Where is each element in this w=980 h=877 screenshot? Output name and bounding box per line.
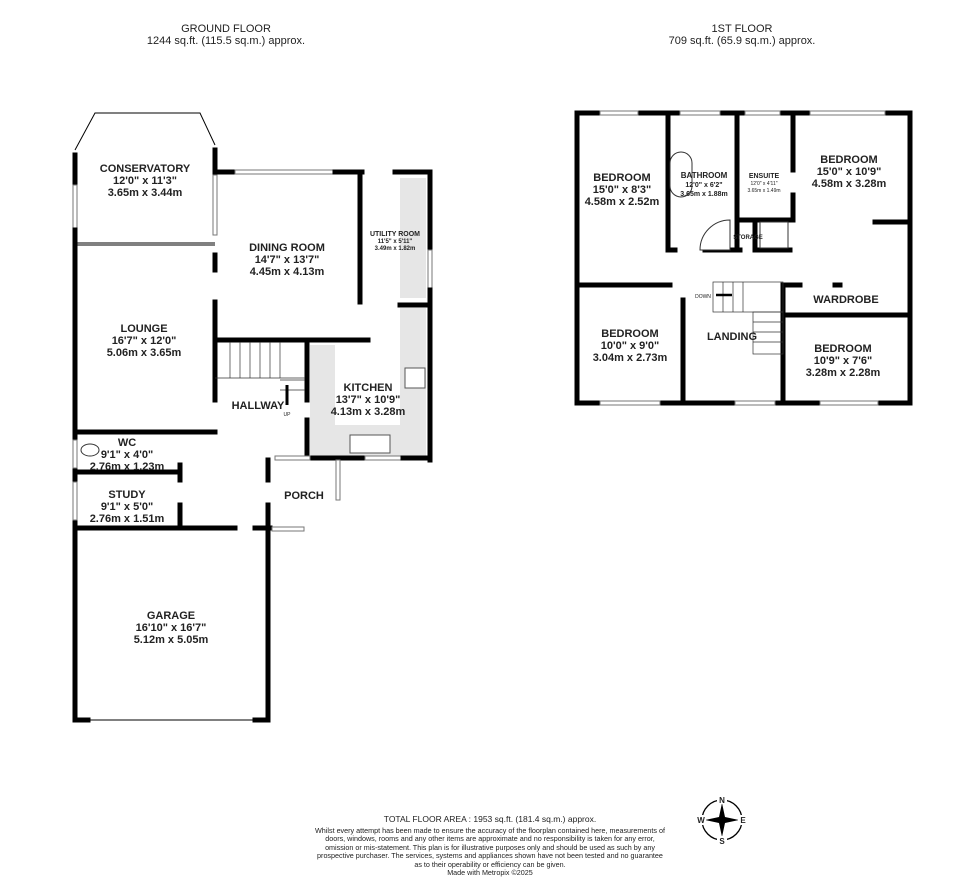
svg-text:W: W: [697, 816, 705, 825]
room-lounge: LOUNGE 16'7" x 12'0" 5.06m x 3.65m: [107, 323, 182, 359]
svg-text:UTILITY ROOM: UTILITY ROOM: [370, 231, 420, 238]
toilet-icon: [80, 443, 100, 457]
svg-text:14'7" x 13'7": 14'7" x 13'7": [255, 254, 320, 266]
svg-text:15'0" x 8'3": 15'0" x 8'3": [593, 184, 651, 196]
svg-text:3.49m x 1.82m: 3.49m x 1.82m: [375, 246, 416, 252]
room-wc: WC 9'1" x 4'0" 2.76m x 1.23m: [90, 437, 165, 473]
svg-text:LOUNGE: LOUNGE: [120, 323, 167, 335]
svg-text:5.12m x 5.05m: 5.12m x 5.05m: [134, 634, 209, 646]
svg-text:16'7" x 12'0": 16'7" x 12'0": [112, 335, 177, 347]
svg-text:5.06m x 3.65m: 5.06m x 3.65m: [107, 347, 182, 359]
room-kitchen: KITCHEN 13'7" x 10'9" 4.13m x 3.28m: [331, 382, 406, 418]
svg-text:15'0" x 10'9": 15'0" x 10'9": [817, 166, 882, 178]
svg-text:3.28m x 2.28m: 3.28m x 2.28m: [806, 367, 881, 379]
svg-text:E: E: [740, 816, 746, 825]
svg-text:3.65m x 1.88m: 3.65m x 1.88m: [680, 191, 727, 198]
disclaimer-text: Whilst every attempt has been made to en…: [315, 826, 665, 869]
hob-icon: [404, 367, 426, 389]
svg-text:4.45m x 4.13m: 4.45m x 4.13m: [250, 266, 325, 278]
room-study: STUDY 9'1" x 5'0" 2.76m x 1.51m: [90, 489, 165, 525]
svg-text:BEDROOM: BEDROOM: [601, 328, 658, 340]
ground-floor-plan: CONSERVATORY 12'0" x 11'3" 3.65m x 3.44m…: [72, 112, 433, 723]
room-garage: GARAGE 16'10" x 16'7" 5.12m x 5.05m: [134, 610, 209, 646]
room-bathroom: BATHROOM 12'0" x 6'2" 3.65m x 1.88m: [680, 171, 727, 198]
room-porch: PORCH: [284, 490, 324, 502]
staircase: [215, 342, 305, 391]
room-bedroom-1: BEDROOM 15'0" x 8'3" 4.58m x 2.52m: [585, 172, 660, 208]
svg-text:BEDROOM: BEDROOM: [820, 154, 877, 166]
svg-text:9'1" x 4'0": 9'1" x 4'0": [101, 449, 153, 461]
room-wardrobe: WARDROBE: [813, 294, 878, 306]
svg-text:12'0" x 6'2": 12'0" x 6'2": [685, 182, 722, 189]
shower-tray-icon: [759, 221, 789, 249]
ground-floor-title: GROUND FLOOR: [181, 23, 271, 35]
svg-text:12'0" x 4'11": 12'0" x 4'11": [750, 181, 777, 187]
svg-text:3.65m x 1.49m: 3.65m x 1.49m: [747, 188, 780, 194]
room-utility: UTILITY ROOM 11'5" x 5'11" 3.49m x 1.82m: [370, 231, 420, 252]
conservatory-bay: [74, 112, 216, 151]
shower-icon: [699, 219, 731, 251]
svg-text:10'9" x 7'6": 10'9" x 7'6": [814, 355, 872, 367]
svg-text:13'7" x 10'9": 13'7" x 10'9": [336, 394, 401, 406]
disclaimer: Whilst every attempt has been made to en…: [315, 826, 665, 877]
ground-floor-area: 1244 sq.ft. (115.5 sq.m.) approx.: [147, 35, 305, 47]
svg-text:3.04m x 2.73m: 3.04m x 2.73m: [593, 352, 668, 364]
svg-text:11'5" x 5'11": 11'5" x 5'11": [378, 239, 413, 245]
svg-text:4.13m x 3.28m: 4.13m x 3.28m: [331, 406, 406, 418]
staircase: [712, 281, 784, 355]
room-bedroom-3: BEDROOM 10'0" x 9'0" 3.04m x 2.73m: [593, 328, 668, 364]
svg-text:DINING ROOM: DINING ROOM: [249, 242, 325, 254]
stairs-down-label: DOWN: [695, 294, 711, 300]
svg-text:KITCHEN: KITCHEN: [344, 382, 393, 394]
svg-text:12'0" x 11'3": 12'0" x 11'3": [113, 175, 177, 187]
room-bedroom-2: BEDROOM 15'0" x 10'9" 4.58m x 3.28m: [812, 154, 887, 190]
svg-text:ENSUITE: ENSUITE: [749, 173, 780, 180]
svg-text:9'1" x 5'0": 9'1" x 5'0": [101, 501, 153, 513]
svg-text:CONSERVATORY: CONSERVATORY: [100, 163, 191, 175]
utility-counter: [400, 178, 426, 298]
svg-text:2.76m x 1.23m: 2.76m x 1.23m: [90, 461, 165, 473]
svg-text:16'10" x 16'7": 16'10" x 16'7": [136, 622, 207, 634]
bath-icon: [669, 151, 693, 198]
room-hallway: HALLWAY: [232, 400, 285, 412]
sink-icon: [349, 434, 391, 454]
room-bedroom-4: BEDROOM 10'9" x 7'6" 3.28m x 2.28m: [806, 343, 881, 379]
first-floor-title: 1ST FLOOR: [712, 23, 773, 35]
svg-text:GARAGE: GARAGE: [147, 610, 195, 622]
svg-text:S: S: [719, 837, 725, 846]
svg-text:4.58m x 2.52m: 4.58m x 2.52m: [585, 196, 660, 208]
room-conservatory: CONSERVATORY 12'0" x 11'3" 3.65m x 3.44m: [100, 163, 191, 199]
total-floor-area: TOTAL FLOOR AREA : 1953 sq.ft. (181.4 sq…: [383, 814, 597, 824]
room-dining-room: DINING ROOM 14'7" x 13'7" 4.45m x 4.13m: [249, 242, 325, 278]
room-storage: STORAGE: [733, 235, 763, 241]
svg-text:4.58m x 3.28m: 4.58m x 3.28m: [812, 178, 887, 190]
kitchen-counter: [310, 345, 335, 425]
svg-text:BEDROOM: BEDROOM: [814, 343, 871, 355]
svg-text:BEDROOM: BEDROOM: [593, 172, 650, 184]
svg-text:WC: WC: [118, 437, 136, 449]
svg-text:2.76m x 1.51m: 2.76m x 1.51m: [90, 513, 165, 525]
svg-text:10'0" x 9'0": 10'0" x 9'0": [601, 340, 659, 352]
compass-icon: N S W E: [697, 795, 747, 846]
svg-text:BATHROOM: BATHROOM: [681, 171, 728, 180]
svg-text:STUDY: STUDY: [108, 489, 146, 501]
room-ensuite: ENSUITE 12'0" x 4'11" 3.65m x 1.49m: [747, 173, 780, 194]
room-landing: LANDING: [707, 331, 757, 343]
first-floor-area: 709 sq.ft. (65.9 sq.m.) approx.: [669, 35, 816, 47]
svg-text:N: N: [719, 796, 725, 805]
svg-text:3.65m x 3.44m: 3.65m x 3.44m: [108, 187, 183, 199]
first-floor-plan: BEDROOM 15'0" x 8'3" 4.58m x 2.52m BATHR…: [574, 110, 913, 406]
made-with: Made with Metropix ©2025: [447, 868, 533, 877]
stairs-up-label: UP: [284, 412, 292, 418]
